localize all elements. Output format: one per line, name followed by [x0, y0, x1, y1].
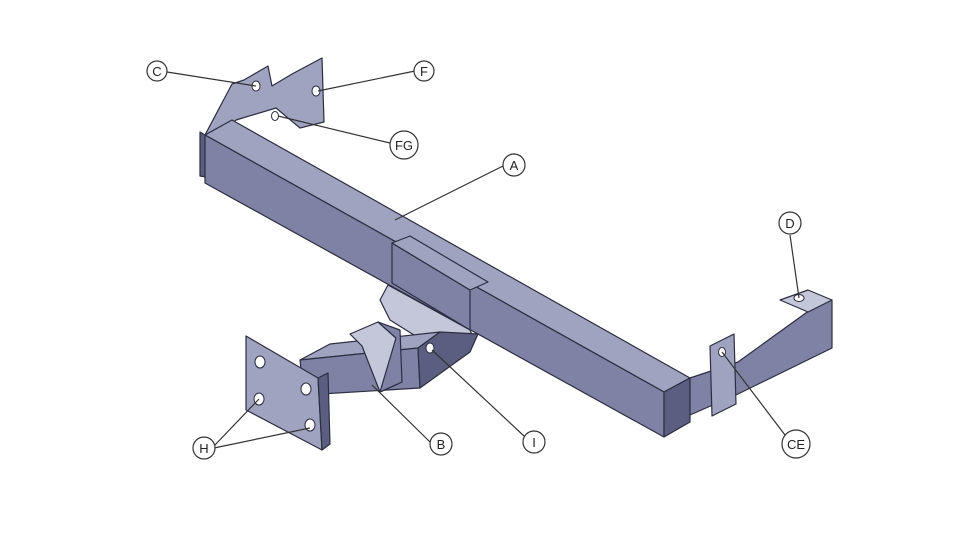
callout-a: A [502, 153, 526, 177]
flange-hole-1 [254, 355, 266, 369]
leader-a [394, 165, 504, 221]
gusset-top [391, 235, 489, 291]
left-bracket-plate [204, 57, 325, 146]
callout-c: C [146, 60, 168, 82]
callout-h-label: H [199, 441, 208, 456]
callout-f-label: F [420, 64, 428, 79]
callout-b: B [429, 432, 453, 456]
callout-ce-label: CE [787, 437, 805, 452]
right-bracket [689, 289, 833, 417]
callout-ce: CE [781, 429, 811, 459]
leader-d [789, 234, 800, 299]
leader-ce [721, 351, 786, 436]
flange-plate-edge [317, 372, 331, 451]
receiver-collar-side [377, 321, 403, 393]
leader-fg [277, 115, 391, 144]
main-tube-end [663, 377, 691, 438]
leader-h-1 [213, 398, 260, 447]
callout-fg-label: FG [395, 138, 413, 153]
callout-i-label: I [532, 435, 536, 450]
leader-h-2 [213, 427, 311, 449]
leader-b [371, 384, 431, 443]
callout-c-label: C [152, 64, 161, 79]
callout-d: D [778, 211, 802, 235]
callout-i: I [522, 430, 546, 454]
flange-plate [245, 335, 331, 451]
leader-lines [166, 70, 800, 449]
hole-fg [271, 111, 279, 121]
callout-h: H [192, 436, 216, 460]
leader-f [317, 70, 416, 92]
flange-hole-2 [300, 382, 312, 396]
callout-d-label: D [785, 216, 794, 231]
right-bracket-upright [709, 333, 737, 417]
callout-b-label: B [437, 437, 446, 452]
callout-f: F [413, 60, 435, 82]
callout-a-label: A [510, 158, 519, 173]
center-gusset [379, 235, 489, 346]
leader-c [166, 71, 257, 87]
callout-fg: FG [389, 130, 419, 160]
leader-i [431, 349, 525, 437]
